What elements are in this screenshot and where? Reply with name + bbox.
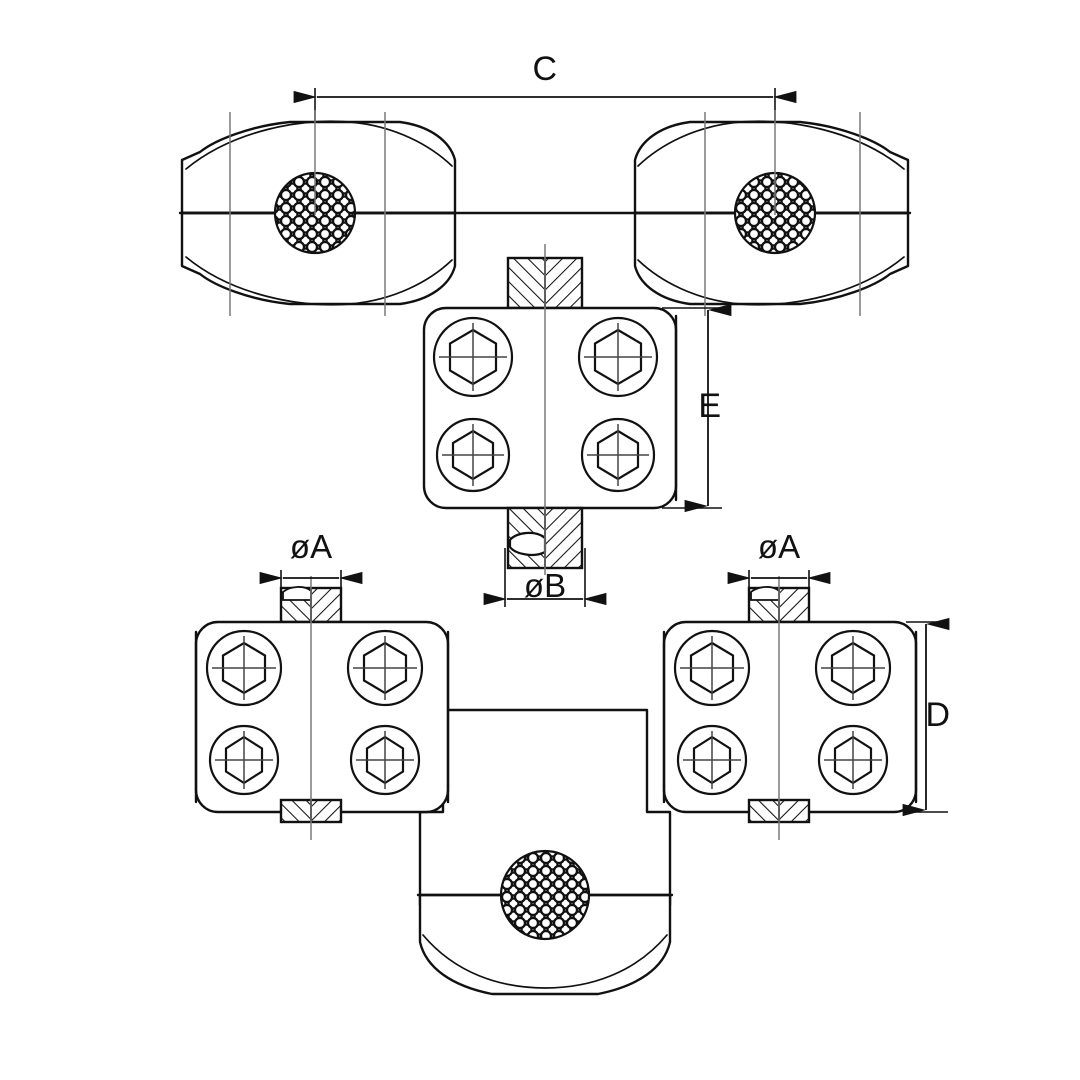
dimension-label-oa-left: øA [290, 528, 332, 565]
bolt-head [817, 724, 889, 796]
side-view-bolt-group [432, 316, 659, 493]
dimension-label-oa-right: øA [758, 528, 800, 565]
bolt-head [577, 316, 659, 398]
dimension-d: D [902, 617, 950, 817]
bolt-head [676, 724, 748, 796]
bolt-head [580, 417, 656, 493]
dimension-label-e: E [698, 387, 721, 425]
dimension-label-d: D [925, 696, 950, 734]
dimension-label-c: C [532, 50, 557, 88]
bolt-head [205, 629, 283, 707]
dimension-oa-right: øA [727, 528, 831, 600]
bolt-head [346, 629, 424, 707]
dimension-c: C [293, 50, 797, 130]
dimension-oa-left: øA [259, 528, 363, 600]
front-view: øA [194, 528, 950, 996]
dimension-e: E [662, 303, 732, 513]
side-view: E øB [422, 244, 732, 607]
dimension-label-ob: øB [524, 567, 566, 604]
bolt-head [814, 629, 892, 707]
bolt-head [208, 724, 280, 796]
side-view-lower-bolt [506, 506, 584, 570]
bolt-head [432, 316, 514, 398]
bolt-head [349, 724, 421, 796]
rope-cross-section-bottom [499, 849, 591, 941]
top-view: C [178, 50, 912, 316]
top-view-centerlines [229, 110, 861, 316]
dimension-ob: øB [483, 548, 607, 607]
bolt-head [435, 417, 511, 493]
front-view-right-clamp: øA [662, 528, 918, 840]
bolt-head [673, 629, 751, 707]
front-view-rope-housing [418, 893, 672, 996]
side-view-upper-bolt [506, 256, 584, 310]
front-view-left-clamp: øA [194, 528, 450, 840]
